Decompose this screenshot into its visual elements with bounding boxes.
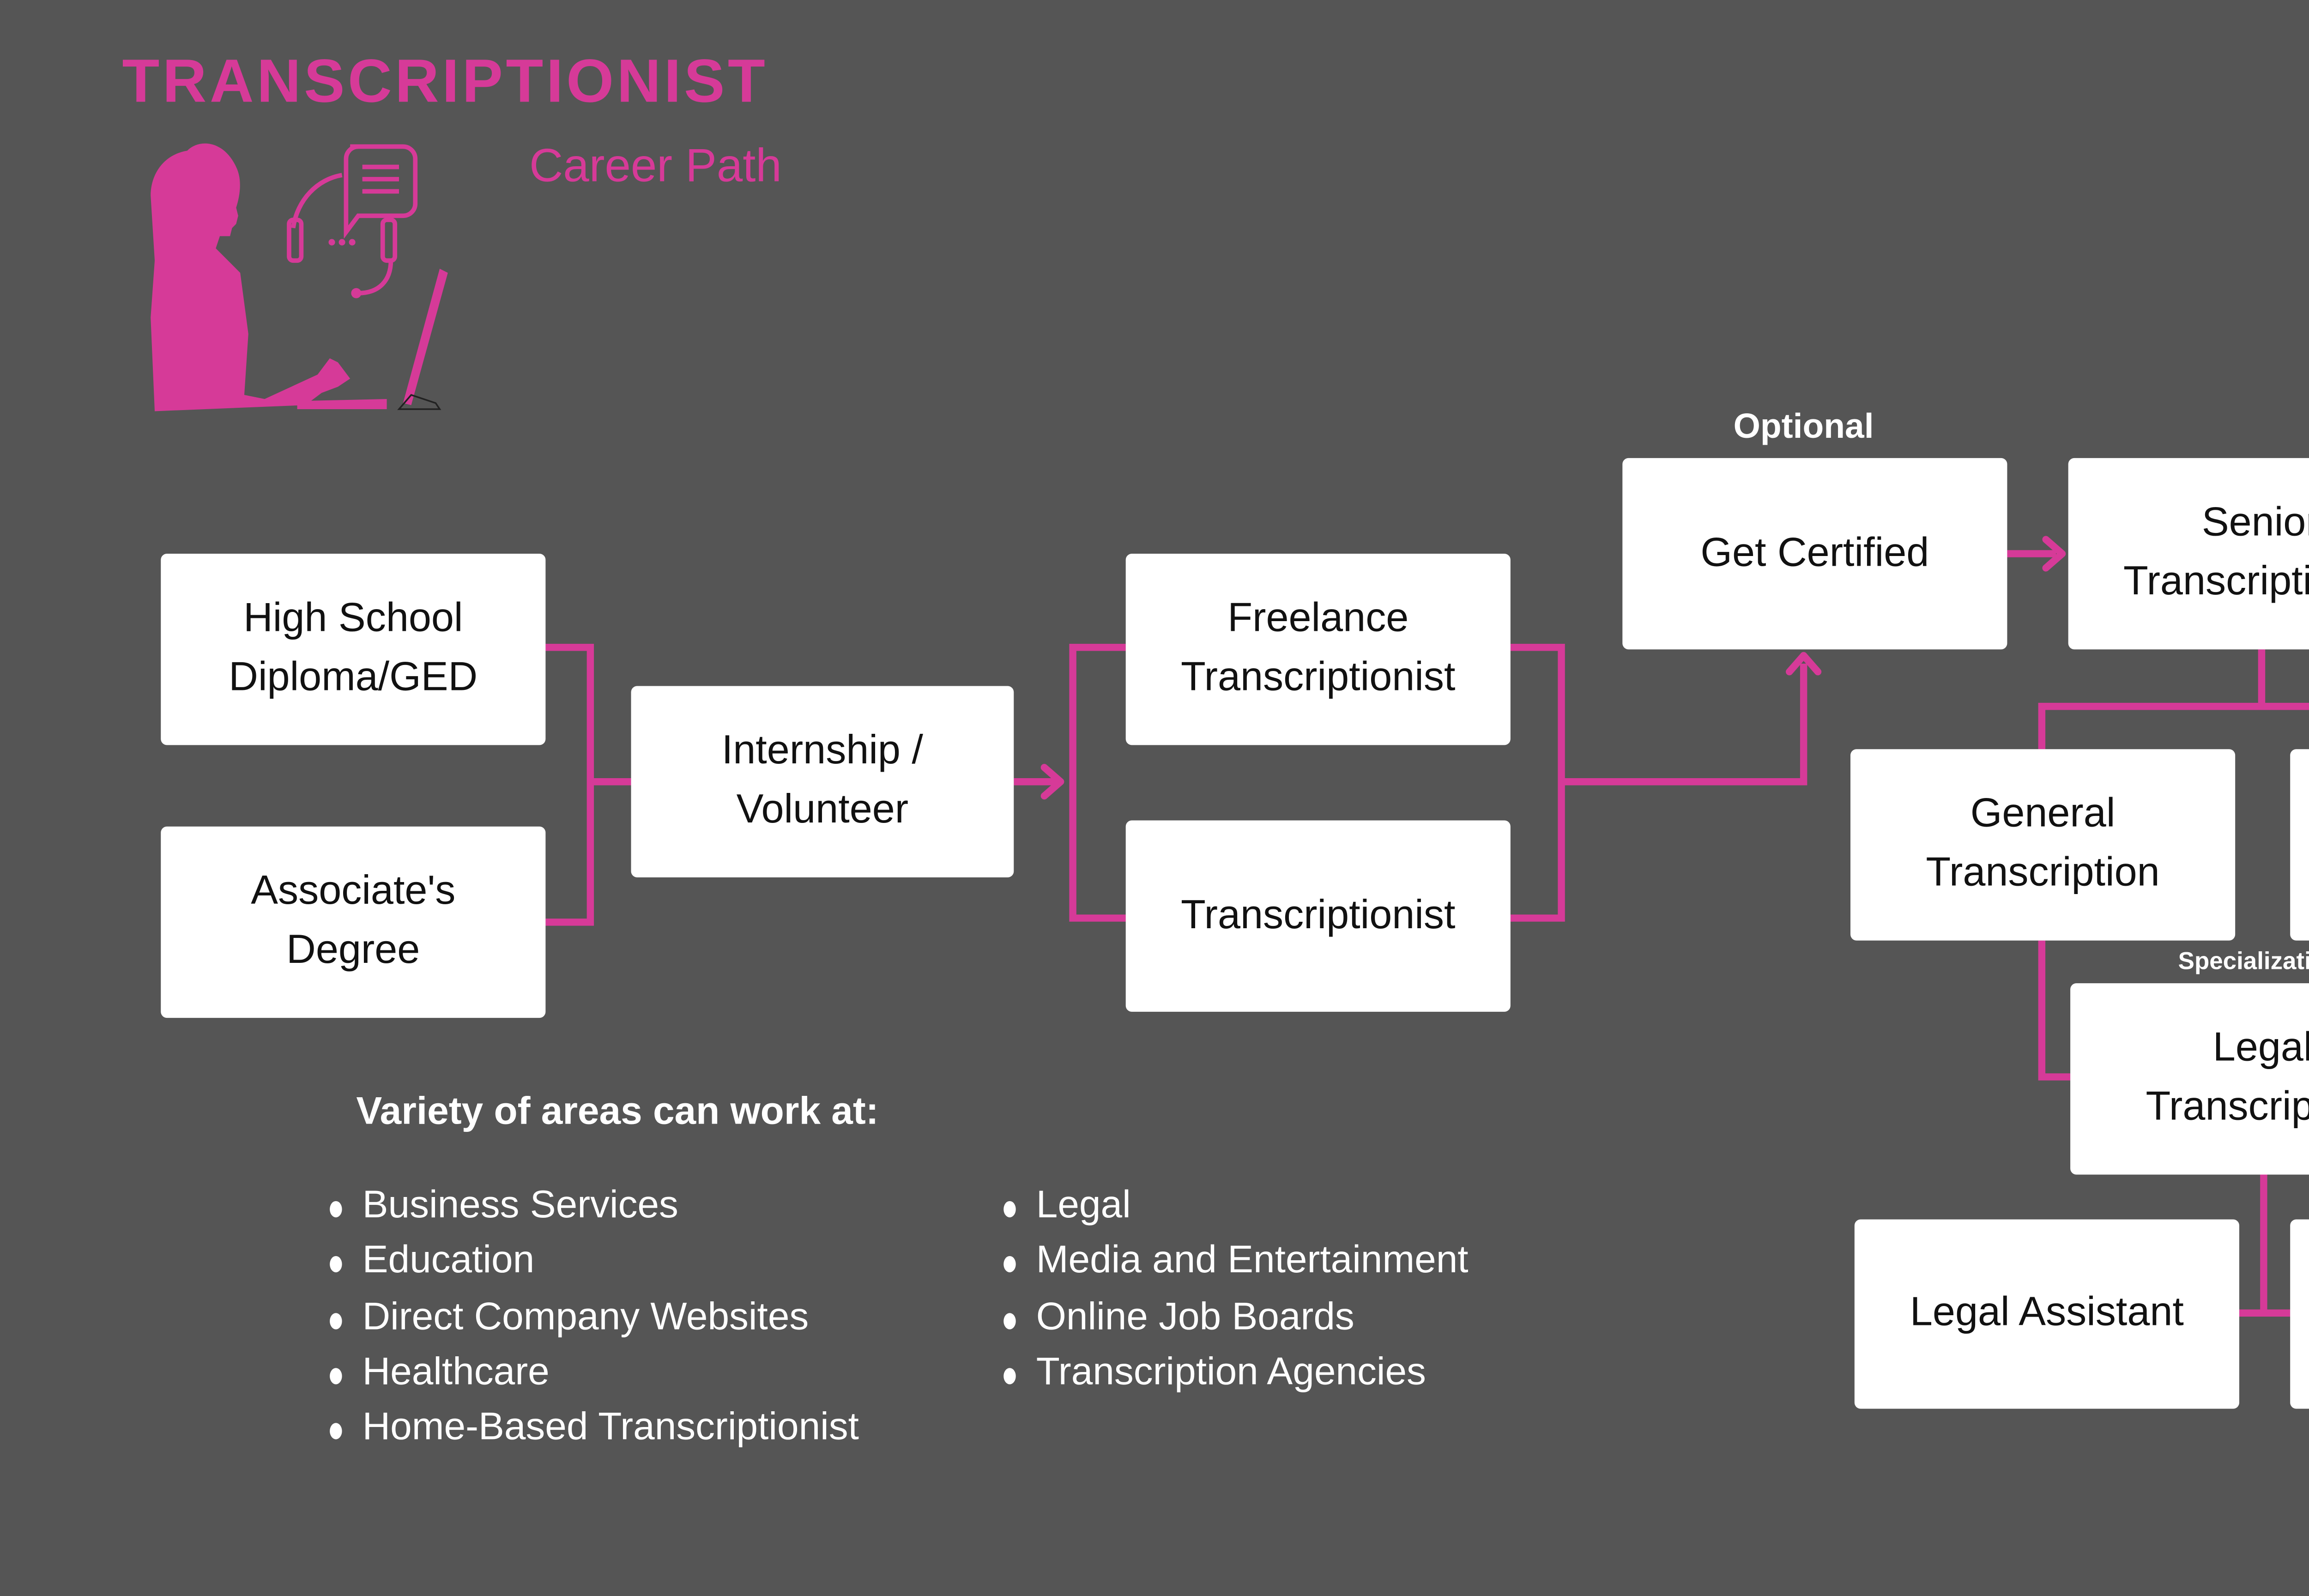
connector-general-legal xyxy=(2038,940,2071,1081)
arrow-head-internship xyxy=(1040,764,1064,800)
areas-list-column-2: Legal Media and Entertainment Online Job… xyxy=(1003,1179,1469,1401)
connector-specialization-branch xyxy=(2038,702,2309,750)
areas-heading: Variety of areas can work at: xyxy=(356,1091,879,1134)
node-general-transcription[interactable]: General Transcription xyxy=(1850,749,2236,941)
connector-to-certified xyxy=(1561,664,1807,786)
specialization-label: Specialization xyxy=(2178,946,2309,975)
node-get-certified[interactable]: Get Certified xyxy=(1622,458,2007,650)
node-high-school[interactable]: High School Diploma/GED xyxy=(161,554,546,745)
connector-jobs-merge xyxy=(1510,644,1565,922)
area-item: Legal xyxy=(1003,1179,1468,1234)
woman-typing-illustration-icon xyxy=(151,143,448,411)
node-label: Transcriptionist xyxy=(1181,892,1456,937)
node-label: Get Certified xyxy=(1700,530,1929,575)
node-label: Legal Assistant xyxy=(1910,1290,2184,1336)
node-senior[interactable]: Senior Transcriptionist xyxy=(2068,458,2309,650)
node-freelance[interactable]: Freelance Transcriptionist xyxy=(1125,554,1511,745)
connector-split-jobs xyxy=(1069,644,1126,922)
node-label: General Transcription xyxy=(1926,792,2160,896)
node-legal-assistant[interactable]: Legal Assistant xyxy=(1854,1219,2239,1409)
area-item: Education xyxy=(330,1234,859,1290)
connector-education-merge xyxy=(545,644,594,926)
node-label: High School Diploma/GED xyxy=(229,596,478,701)
optional-label: Optional xyxy=(1733,407,1874,446)
node-transcriptionist[interactable]: Transcriptionist xyxy=(1125,820,1511,1012)
node-legal-transcription[interactable]: Legal Transcription xyxy=(2070,983,2309,1175)
area-item: Media and Entertainment xyxy=(1003,1234,1469,1290)
page-title: TRANSCRIPTIONIST xyxy=(122,48,768,116)
page-subtitle: Career Path xyxy=(529,138,782,192)
node-label: Freelance Transcriptionist xyxy=(1181,596,1456,701)
area-item: Business Services xyxy=(330,1179,859,1234)
area-item: Healthcare xyxy=(330,1345,859,1401)
node-label: Legal Transcription xyxy=(2146,1026,2309,1130)
node-label: Internship / Volunteer xyxy=(721,729,923,833)
node-medical-transcription[interactable]: Medical Transcription xyxy=(2290,749,2309,941)
area-item: Online Job Boards xyxy=(1003,1290,1468,1345)
area-item: Direct Company Websites xyxy=(330,1290,859,1345)
arrow-head-certified xyxy=(1786,652,1822,676)
node-internship[interactable]: Internship / Volunteer xyxy=(631,686,1014,877)
arrow-head-senior xyxy=(2042,536,2066,572)
area-item: Home-Based Transcriptionist xyxy=(330,1401,859,1457)
node-associates-degree[interactable]: Associate's Degree xyxy=(161,826,546,1018)
node-court-reporter[interactable]: Court Reporter xyxy=(2290,1219,2309,1409)
node-label: Associate's Degree xyxy=(251,869,456,973)
areas-list-column-1: Business Services Education Direct Compa… xyxy=(330,1179,859,1457)
area-item: Transcription Agencies xyxy=(1003,1345,1468,1401)
node-label: Senior Transcriptionist xyxy=(2123,501,2309,605)
